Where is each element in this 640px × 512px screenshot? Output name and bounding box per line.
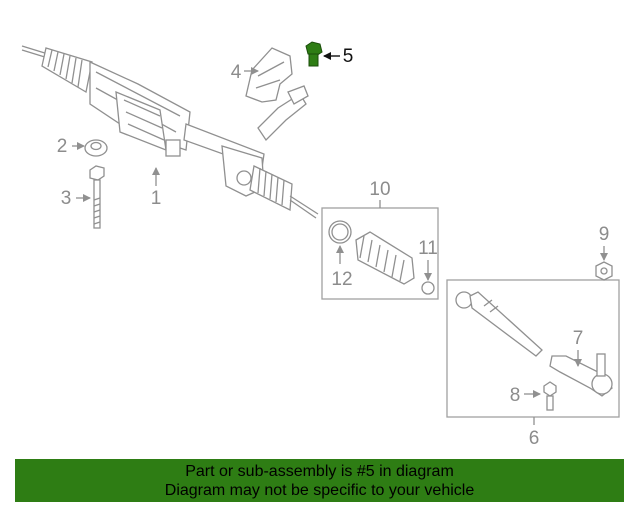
callout-7: 7: [573, 328, 584, 349]
callout-9: 9: [599, 224, 610, 245]
callout-5: 5: [343, 46, 354, 67]
callout-1: 1: [151, 188, 162, 209]
boot-kit-parts: [328, 220, 435, 295]
callout-2: 2: [57, 136, 68, 157]
leader-lines: [72, 52, 608, 425]
callout-3: 3: [61, 188, 72, 209]
nut-part: [595, 261, 613, 281]
callout-11: 11: [418, 238, 438, 259]
tie-rod-parts: [455, 291, 613, 411]
callout-12: 12: [331, 269, 352, 290]
bushing-part: [84, 139, 108, 157]
long-bolt-part: [89, 165, 105, 229]
bracket-part: [245, 47, 293, 103]
callout-8: 8: [510, 385, 521, 406]
footer-line-1: Part or sub-assembly is #5 in diagram: [185, 463, 454, 480]
steering-gear-assembly: [21, 45, 319, 219]
tie-rod-box: [446, 279, 620, 418]
bolt-part-5: [305, 41, 323, 67]
callout-6: 6: [529, 428, 540, 449]
callout-10: 10: [369, 179, 390, 200]
callout-4: 4: [231, 62, 242, 83]
footer-line-2: Diagram may not be specific to your vehi…: [164, 482, 475, 499]
footer-notice: Part or sub-assembly is #5 in diagram Di…: [15, 459, 624, 502]
